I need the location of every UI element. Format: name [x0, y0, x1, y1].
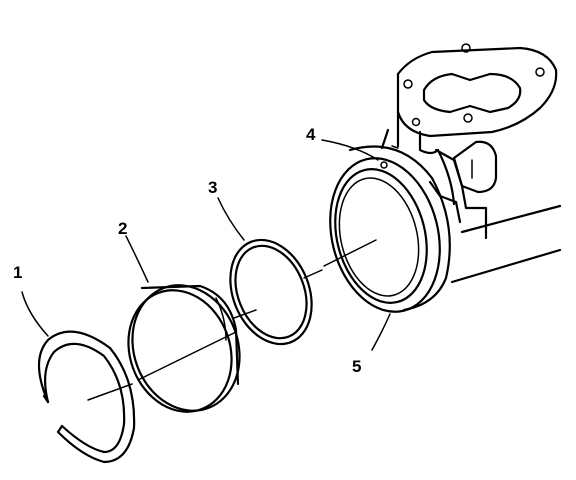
callout-5: 5	[352, 357, 361, 376]
o-ring	[229, 238, 313, 346]
leader-4	[321, 139, 379, 161]
leader-5	[371, 313, 391, 351]
axle-housing	[380, 43, 562, 284]
bore-hole	[380, 161, 388, 169]
callout-3: 3	[208, 178, 217, 197]
center-axis	[87, 239, 377, 401]
leader-3	[217, 197, 245, 241]
callouts: 1 2 3 4 5	[13, 125, 361, 376]
leader-lines	[21, 139, 391, 351]
leader-1	[21, 291, 49, 337]
snap-ring	[38, 330, 136, 464]
leader-2	[125, 235, 149, 283]
callout-4: 4	[306, 125, 316, 144]
bearing-bore	[329, 145, 451, 313]
callout-2: 2	[118, 219, 127, 238]
callout-1: 1	[13, 263, 22, 282]
